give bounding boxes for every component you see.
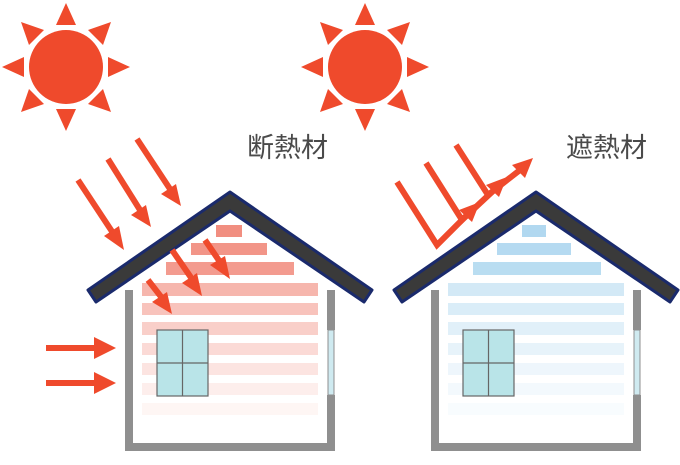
sun-disc (328, 30, 402, 104)
side-window (327, 329, 335, 396)
sun-rays (2, 3, 130, 131)
reflected-arrow-icon (394, 143, 533, 250)
window-icon (462, 329, 515, 397)
house-roof (392, 190, 680, 304)
sun-disc (29, 30, 103, 104)
heat-shield-label: 遮熱材 (566, 133, 647, 164)
right-house (392, 143, 680, 451)
sun-right-icon (301, 3, 429, 131)
side-window (633, 329, 641, 396)
sun-left-icon (2, 3, 130, 131)
window-icon (156, 329, 209, 397)
house-roof (86, 190, 374, 304)
sun-rays (301, 3, 429, 131)
heat-arrow-icon (46, 137, 230, 394)
left-house (46, 137, 374, 451)
insulation-label: 断熱材 (247, 133, 328, 164)
house-walls (431, 290, 641, 451)
house-walls (125, 290, 335, 451)
